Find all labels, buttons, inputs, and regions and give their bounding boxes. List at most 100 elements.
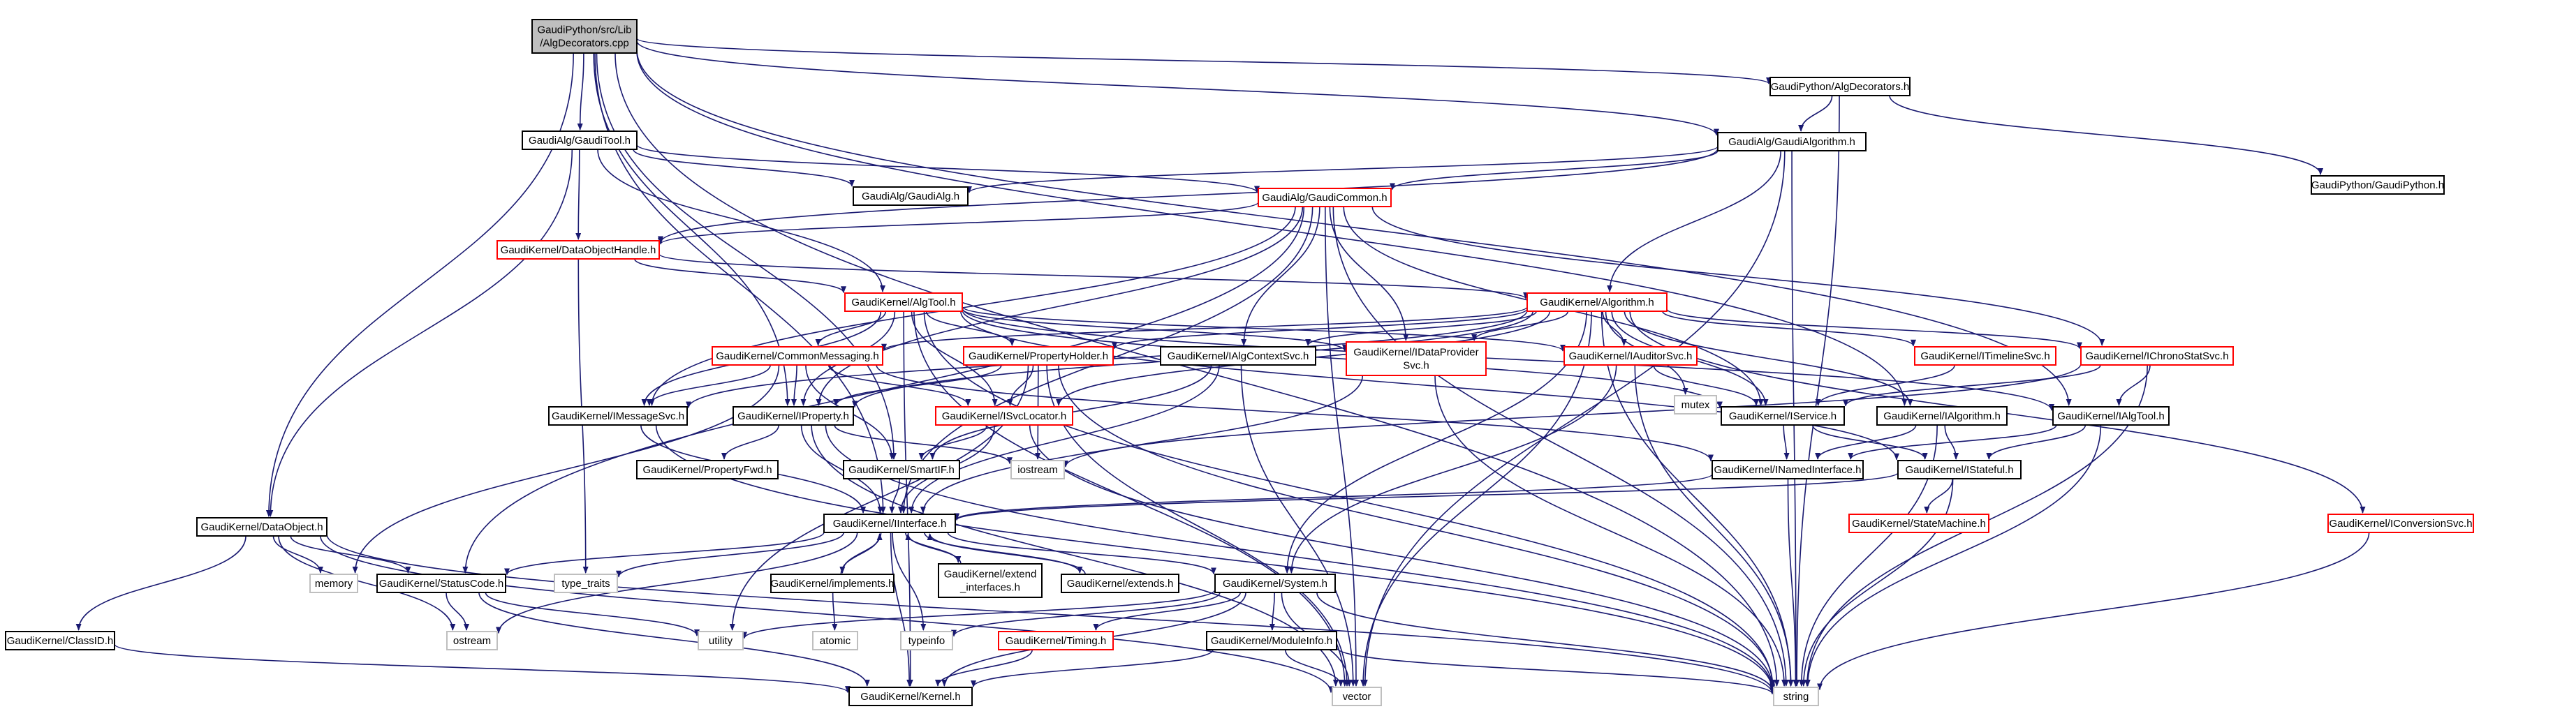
node-gk_timing[interactable]: GaudiKernel/Timing.h bbox=[998, 631, 1114, 650]
node-label-gk_moduleinfo-0: GaudiKernel/ModuleInfo.h bbox=[1211, 635, 1332, 647]
edge-gk_implements-to-gk_iinterface bbox=[840, 533, 883, 575]
edge-gk_iinterface-to-ostream bbox=[496, 532, 858, 634]
node-label-gk_statuscode-0: GaudiKernel/StatusCode.h bbox=[379, 578, 503, 590]
node-label-gk_propertyholder-0: GaudiKernel/PropertyHolder.h bbox=[969, 350, 1108, 362]
node-gk_kernel[interactable]: GaudiKernel/Kernel.h bbox=[848, 687, 973, 706]
edge-gp_algdec-to-gp_gaudipython bbox=[1889, 95, 2324, 175]
edge-gk_algorithm-to-gk_ichronostatsvc bbox=[1666, 308, 2082, 350]
node-gk_system[interactable]: GaudiKernel/System.h bbox=[1214, 574, 1336, 593]
node-gk_ialgorithm[interactable]: GaudiKernel/IAlgorithm.h bbox=[1876, 406, 2008, 426]
node-label-gk_system-0: GaudiKernel/System.h bbox=[1223, 578, 1327, 590]
node-gaudialg_common[interactable]: GaudiAlg/GaudiCommon.h bbox=[1258, 188, 1392, 207]
node-gk_ialgtool[interactable]: GaudiKernel/IAlgTool.h bbox=[2052, 406, 2170, 426]
node-label-atomic-0: atomic bbox=[820, 635, 851, 647]
node-gk_algtool[interactable]: GaudiKernel/AlgTool.h bbox=[844, 292, 963, 312]
edge-gk_iinterface-to-gk_kernel bbox=[890, 532, 913, 687]
node-gk_ichronostatsvc[interactable]: GaudiKernel/IChronoStatSvc.h bbox=[2080, 346, 2234, 366]
edge-gk_isvclocator-to-string bbox=[1029, 424, 1775, 689]
edge-gk_propertyholder-to-gk_isvclocator bbox=[1007, 364, 1034, 406]
node-gk_extend_interfaces[interactable]: GaudiKernel/extend_interfaces.h bbox=[938, 563, 1043, 598]
node-box-gk_smartif bbox=[843, 460, 960, 479]
edge-root-to-gaudialg_algorithm bbox=[636, 40, 1719, 136]
node-gk_extends[interactable]: GaudiKernel/extends.h bbox=[1061, 574, 1179, 593]
node-gaudialg_tool[interactable]: GaudiAlg/GaudiTool.h bbox=[522, 130, 638, 150]
edge-gk_commonmessaging-to-gk_imessagesvc bbox=[646, 364, 771, 406]
node-gk_imessagesvc[interactable]: GaudiKernel/IMessageSvc.h bbox=[548, 406, 688, 426]
node-gk_iproperty[interactable]: GaudiKernel/IProperty.h bbox=[733, 406, 854, 426]
node-box-string bbox=[1773, 687, 1819, 706]
node-box-gk_iconversionsvc bbox=[2327, 514, 2474, 533]
node-label-memory-0: memory bbox=[315, 578, 353, 590]
edge-gk_iproperty-to-gk_propertyfwd bbox=[721, 424, 779, 460]
node-gaudialg_algorithm[interactable]: GaudiAlg/GaudiAlgorithm.h bbox=[1717, 132, 1867, 151]
edge-gk_implements-to-atomic bbox=[832, 592, 838, 631]
node-box-gk_ialgcontextsvc bbox=[1160, 346, 1316, 366]
node-box-gk_algtool bbox=[844, 292, 963, 312]
node-box-ostream bbox=[446, 631, 498, 650]
node-gp_algdec[interactable]: GaudiPython/AlgDecorators.h bbox=[1769, 77, 1911, 96]
node-box-gk_kernel bbox=[848, 687, 973, 706]
node-box-gk_dataobjecthandle bbox=[496, 240, 660, 260]
edge-gp_algdec-to-string bbox=[1794, 95, 1840, 687]
edge-gk_istateful-to-string bbox=[1800, 478, 1954, 687]
edge-gk_moduleinfo-to-string bbox=[1336, 647, 1775, 695]
edge-gk_inamedinterface-to-string bbox=[1787, 478, 1799, 687]
node-gk_iinterface[interactable]: GaudiKernel/IInterface.h bbox=[823, 514, 956, 533]
node-gk_smartif[interactable]: GaudiKernel/SmartIF.h bbox=[843, 460, 960, 479]
node-gk_itimelinesvc[interactable]: GaudiKernel/ITimelineSvc.h bbox=[1914, 346, 2056, 366]
node-box-gp_algdec bbox=[1769, 77, 1911, 96]
node-gk_istateful[interactable]: GaudiKernel/IStateful.h bbox=[1897, 460, 2022, 479]
node-gk_isvclocator[interactable]: GaudiKernel/ISvcLocator.h bbox=[935, 406, 1073, 426]
node-gk_propertyfwd[interactable]: GaudiKernel/PropertyFwd.h bbox=[636, 460, 779, 479]
node-gk_classid[interactable]: GaudiKernel/ClassID.h bbox=[5, 631, 115, 650]
node-gk_iservice[interactable]: GaudiKernel/IService.h bbox=[1721, 406, 1845, 426]
node-box-gk_propertyholder bbox=[963, 346, 1114, 366]
node-gk_inamedinterface[interactable]: GaudiKernel/INamedInterface.h bbox=[1712, 460, 1864, 479]
node-label-gaudialg_alg-0: GaudiAlg/GaudiAlg.h bbox=[862, 191, 959, 202]
node-gk_implements[interactable]: GaudiKernel/implements.h bbox=[770, 574, 895, 593]
node-gk_statemachine[interactable]: GaudiKernel/StateMachine.h bbox=[1848, 514, 1989, 533]
node-gk_iconversionsvc[interactable]: GaudiKernel/IConversionSvc.h bbox=[2327, 514, 2474, 533]
node-gk_iauditorsvc[interactable]: GaudiKernel/IAuditorSvc.h bbox=[1563, 346, 1698, 366]
node-gk_algorithm[interactable]: GaudiKernel/Algorithm.h bbox=[1526, 292, 1668, 312]
node-box-type_traits bbox=[554, 574, 618, 593]
node-layer: GaudiPython/src/Lib/AlgDecorators.cppGau… bbox=[5, 19, 2474, 706]
edge-gk_commonmessaging-to-gk_iproperty bbox=[791, 364, 797, 406]
node-label-ostream-0: ostream bbox=[453, 635, 491, 647]
node-root[interactable]: GaudiPython/src/Lib/AlgDecorators.cpp bbox=[531, 19, 638, 54]
node-gaudialg_alg[interactable]: GaudiAlg/GaudiAlg.h bbox=[853, 186, 969, 206]
edge-gk_algorithm-to-string bbox=[1600, 311, 1794, 687]
node-gk_statuscode[interactable]: GaudiKernel/StatusCode.h bbox=[376, 574, 506, 593]
node-gk_commonmessaging[interactable]: GaudiKernel/CommonMessaging.h bbox=[712, 346, 883, 366]
edge-gaudialg_common-to-gk_iproperty bbox=[816, 206, 1304, 406]
edge-gk_extends-to-gk_iinterface bbox=[927, 533, 1086, 575]
edge-gk_statuscode-to-ostream bbox=[446, 592, 469, 631]
edge-gk_iproperty-to-iostream bbox=[834, 424, 1013, 465]
edge-gk_algtool-to-gk_commonmessaging bbox=[815, 311, 887, 346]
node-box-gk_iauditorsvc bbox=[1563, 346, 1698, 366]
node-gk_ialgcontextsvc[interactable]: GaudiKernel/IAlgContextSvc.h bbox=[1160, 346, 1316, 366]
node-gk_dataobject[interactable]: GaudiKernel/DataObject.h bbox=[196, 517, 327, 537]
node-gk_moduleinfo[interactable]: GaudiKernel/ModuleInfo.h bbox=[1206, 631, 1337, 650]
edge-gk_iauditorsvc-to-gk_iservice bbox=[1653, 364, 1759, 406]
edge-gk_classid-to-gk_kernel bbox=[114, 643, 851, 694]
node-box-gaudialg_algorithm bbox=[1717, 132, 1867, 151]
node-gk_dataobjecthandle[interactable]: GaudiKernel/DataObjectHandle.h bbox=[496, 240, 660, 260]
node-gp_gaudipython[interactable]: GaudiPython/GaudiPython.h bbox=[2311, 175, 2445, 195]
edge-gk_moduleinfo-to-gk_kernel bbox=[971, 649, 1214, 688]
node-box-gk_extend_interfaces bbox=[938, 563, 1043, 598]
node-box-gk_moduleinfo bbox=[1206, 631, 1337, 650]
edge-gaudialg_common-to-gk_dataobjecthandle bbox=[658, 201, 1259, 245]
node-box-gk_isvclocator bbox=[935, 406, 1073, 426]
edge-gk_dataprovidersvc-to-string bbox=[1434, 375, 1788, 687]
node-label-gk_ichronostatsvc-0: GaudiKernel/IChronoStatSvc.h bbox=[2085, 350, 2228, 362]
edge-gk_ialgcontextsvc-to-gk_iinterface bbox=[908, 364, 1220, 514]
node-gk_propertyholder[interactable]: GaudiKernel/PropertyHolder.h bbox=[963, 346, 1114, 366]
node-box-gk_implements bbox=[770, 574, 895, 593]
node-type_traits: type_traits bbox=[554, 574, 618, 593]
node-box-vector bbox=[1332, 687, 1382, 706]
edge-gaudialg_tool-to-gk_dataobject bbox=[267, 149, 573, 517]
node-label-root-0: GaudiPython/src/Lib bbox=[537, 24, 631, 36]
